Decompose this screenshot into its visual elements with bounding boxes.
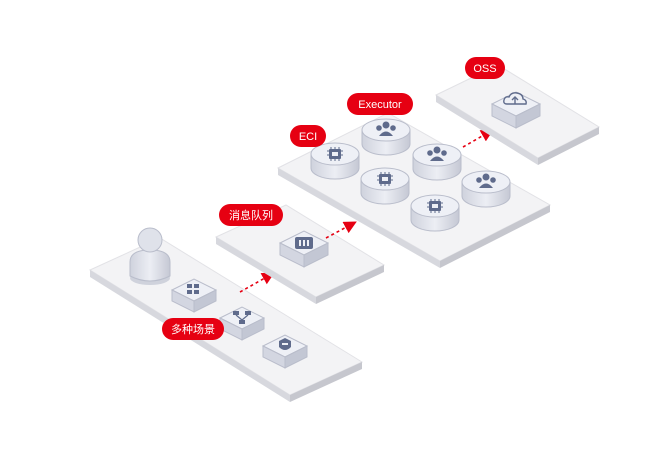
users-group-icon <box>427 146 447 161</box>
label-oss: OSS <box>465 57 505 79</box>
eci-node-1[interactable] <box>310 142 360 180</box>
cloud-upload-icon[interactable] <box>490 91 542 129</box>
flowchart-icon[interactable] <box>218 306 266 341</box>
flow-arrow-2 <box>325 221 357 239</box>
svg-text:多种场景: 多种场景 <box>171 322 215 336</box>
cpu-chip-icon <box>327 147 343 161</box>
executor-node-1[interactable] <box>361 118 411 156</box>
user-figure-icon <box>129 227 171 285</box>
svg-text:OSS: OSS <box>473 63 496 75</box>
executor-node-3[interactable] <box>461 170 511 208</box>
label-scenarios: 多种场景 <box>162 318 224 340</box>
svg-text:消息队列: 消息队列 <box>229 208 273 222</box>
users-group-icon <box>376 121 396 136</box>
label-message-queue: 消息队列 <box>219 204 283 226</box>
executor-node-2[interactable] <box>412 143 462 181</box>
message-queue-icon[interactable] <box>278 230 330 268</box>
users-group-icon <box>476 173 496 188</box>
label-eci: ECI <box>290 125 326 147</box>
label-executor: Executor <box>347 93 413 115</box>
svg-text:ECI: ECI <box>299 131 317 143</box>
cpu-chip-icon <box>427 199 443 213</box>
flow-arrow-1 <box>239 272 275 293</box>
shield-chat-icon[interactable] <box>261 334 309 369</box>
cpu-chip-icon <box>377 172 393 186</box>
eci-node-3[interactable] <box>410 194 460 232</box>
eci-node-2[interactable] <box>360 167 410 205</box>
flow-arrow-3 <box>462 129 494 148</box>
svg-text:Executor: Executor <box>358 99 402 111</box>
grid-apps-icon[interactable] <box>170 278 218 313</box>
